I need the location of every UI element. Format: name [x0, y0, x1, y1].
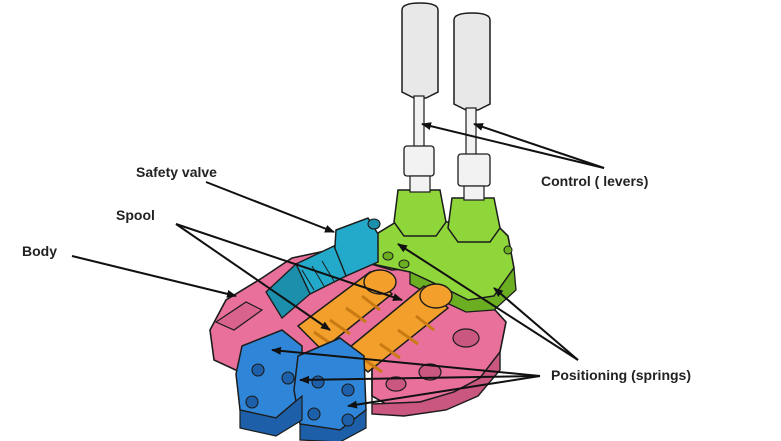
- lever-boot-left: [393, 189, 447, 237]
- cap-bolt: [251, 363, 265, 377]
- cap-bolt: [341, 413, 355, 427]
- body-port: [452, 328, 480, 348]
- positioning-cap-shadow: [239, 394, 303, 437]
- arrow-positioning-4: [299, 375, 541, 384]
- control-section: [358, 189, 517, 313]
- lever-handle-right: [453, 12, 491, 111]
- body-underside: [371, 349, 501, 417]
- arrow-lever-right: [473, 123, 605, 169]
- cap-bolt: [311, 375, 325, 389]
- lever-joint-right: [457, 153, 491, 187]
- lever-rod-left: [413, 95, 425, 149]
- spool-groove: [313, 294, 381, 348]
- safety-valve-thread: [311, 265, 325, 287]
- leader-arrows: [71, 122, 605, 409]
- arrow-spool-a: [175, 223, 331, 331]
- lever-collar-left: [409, 175, 431, 193]
- label-safety-valve: Safety valve: [136, 164, 217, 180]
- arrow-positioning-3: [271, 346, 541, 377]
- safety-valve-cap: [367, 218, 381, 230]
- arrow-lever-left: [421, 122, 605, 169]
- body-flange: [214, 301, 264, 331]
- safety-valve-tip: [265, 262, 311, 319]
- control-bolt: [398, 259, 410, 269]
- safety-valve-thread: [321, 260, 335, 282]
- lever-collar-right: [463, 185, 485, 201]
- lever-rod-right: [465, 107, 477, 157]
- safety-valve-thread: [301, 269, 315, 291]
- lever-handle-left: [401, 2, 439, 99]
- lever-joint-left: [403, 145, 435, 177]
- arrow-positioning-1: [397, 243, 579, 361]
- cap-bolt: [281, 371, 295, 385]
- label-body: Body: [22, 243, 57, 259]
- label-positioning: Positioning (springs): [551, 367, 691, 383]
- arrow-safety-valve: [205, 181, 335, 233]
- control-bolt: [503, 245, 513, 255]
- label-spool: Spool: [116, 207, 155, 223]
- control-bolt: [382, 251, 394, 261]
- positioning-caps: [235, 329, 367, 441]
- lever-boot-right: [447, 197, 501, 243]
- body-port: [418, 363, 442, 381]
- positioning-cap-shadow: [299, 408, 367, 441]
- spool-end: [363, 269, 397, 295]
- arrow-body: [71, 255, 237, 298]
- spool-end: [419, 283, 453, 309]
- body-port: [385, 376, 407, 392]
- spool-groove: [361, 314, 435, 374]
- cap-bolt: [245, 395, 259, 409]
- arrow-positioning-5: [347, 375, 541, 409]
- arrow-spool-b: [175, 223, 403, 301]
- control-levers: [401, 2, 491, 201]
- label-control-levers: Control ( levers): [541, 173, 649, 189]
- arrow-positioning-2: [493, 287, 579, 361]
- cap-bolt: [307, 407, 321, 421]
- safety-valve: [265, 217, 381, 319]
- cap-bolt: [341, 383, 355, 397]
